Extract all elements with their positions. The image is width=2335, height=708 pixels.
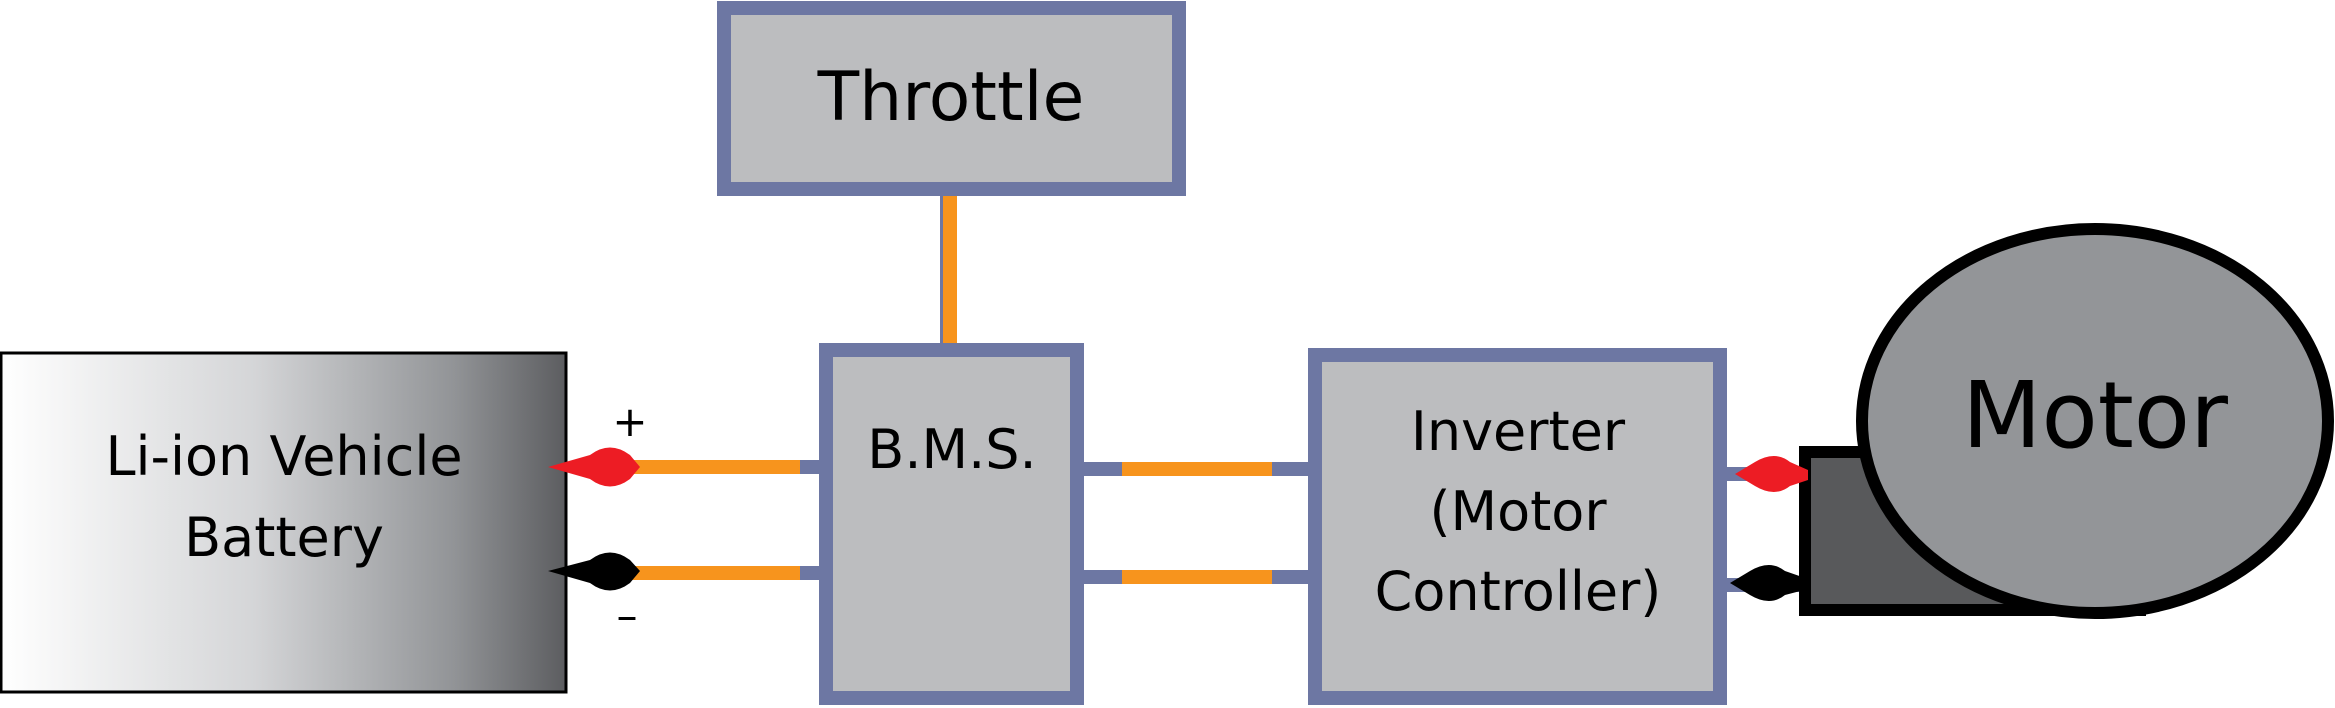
throttle-box: Throttle: [717, 1, 1186, 196]
inverter-box: Inverter (Motor Controller): [1308, 348, 1727, 705]
inverter-label-line2: (Motor: [1429, 480, 1607, 543]
negative-terminal-label: –: [617, 591, 638, 640]
bms-label: B.M.S.: [867, 418, 1036, 481]
battery-label-line2: Battery: [184, 506, 384, 569]
motor-body: [1856, 223, 2334, 619]
throttle-label: Throttle: [817, 58, 1085, 137]
battery-label-line1: Li-ion Vehicle: [105, 425, 462, 488]
motor: Motor: [1730, 223, 2334, 619]
motor-positive-lead-icon: [1735, 456, 1808, 492]
motor-label: Motor: [1962, 362, 2228, 469]
motor-negative-lead-icon: [1730, 565, 1808, 601]
bms-box: B.M.S.: [819, 343, 1084, 705]
inverter-label-line3: Controller): [1375, 560, 1662, 623]
positive-terminal-label: +: [612, 397, 647, 446]
wires: [630, 196, 1272, 584]
inverter-label-line1: Inverter: [1411, 400, 1626, 463]
battery-box: Li-ion Vehicle Battery: [0, 351, 568, 694]
positive-lead-icon: [548, 447, 640, 487]
negative-lead-icon: [548, 552, 640, 591]
